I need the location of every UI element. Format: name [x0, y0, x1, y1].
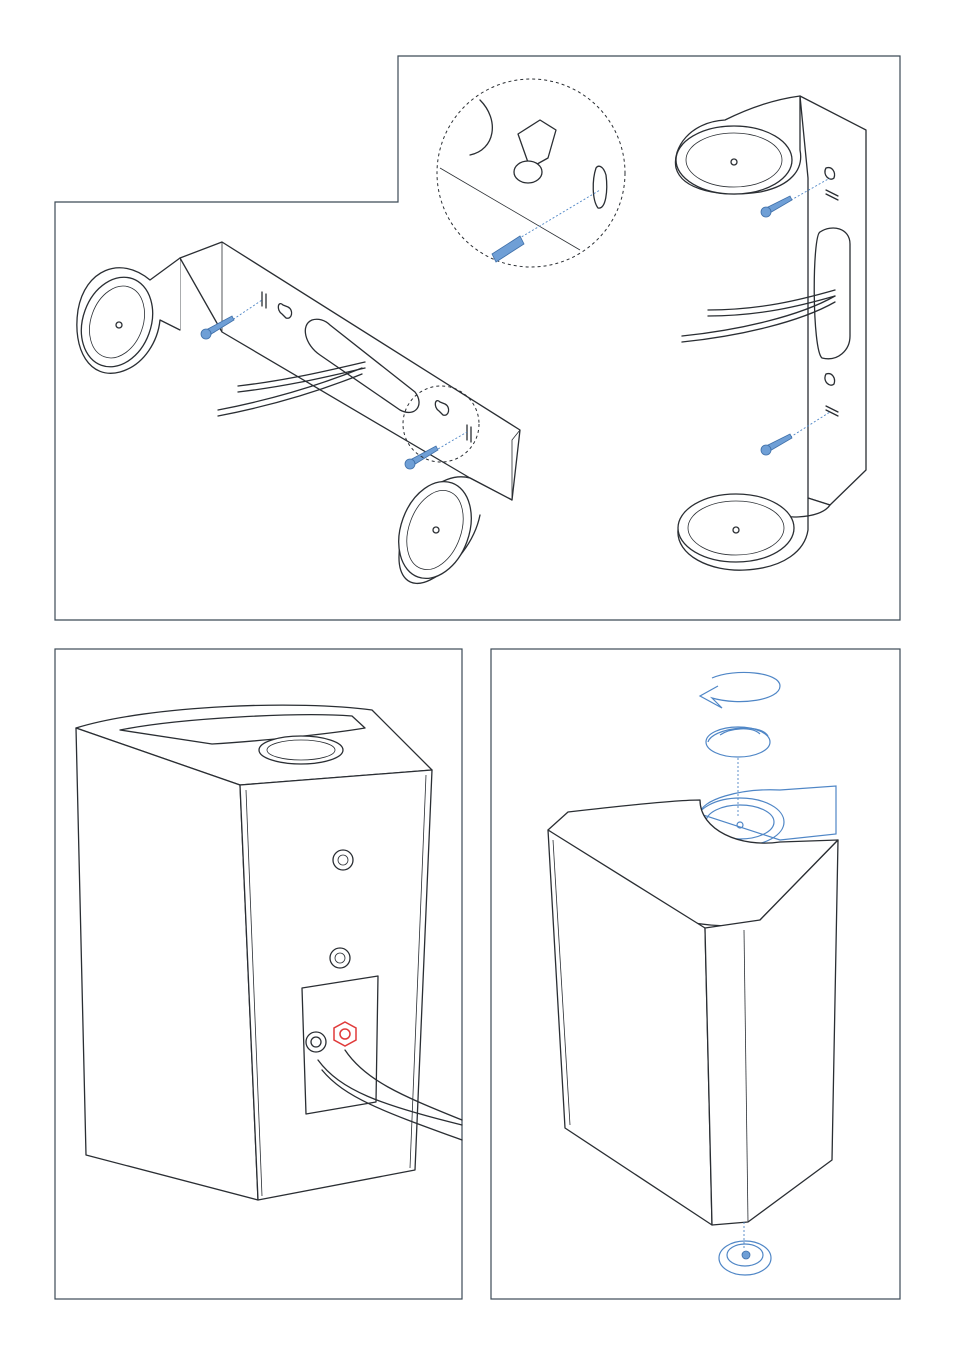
- speaker-attach-panel: [491, 649, 900, 1299]
- rotate-arrow-icon: [700, 672, 780, 708]
- foot-cap-icon: [719, 1241, 771, 1275]
- keyhole-detail-zoom: [437, 79, 625, 267]
- screw-icon: [492, 236, 524, 262]
- wall-bracket-vertical: [675, 96, 866, 570]
- bracket-mounting-panel: [55, 56, 900, 620]
- speaker-icon: [76, 705, 462, 1200]
- speaker-wiring-panel: [55, 649, 462, 1299]
- wall-bracket-horizontal: [69, 242, 520, 589]
- knob-icon: [706, 727, 770, 757]
- speaker-icon: [548, 800, 838, 1225]
